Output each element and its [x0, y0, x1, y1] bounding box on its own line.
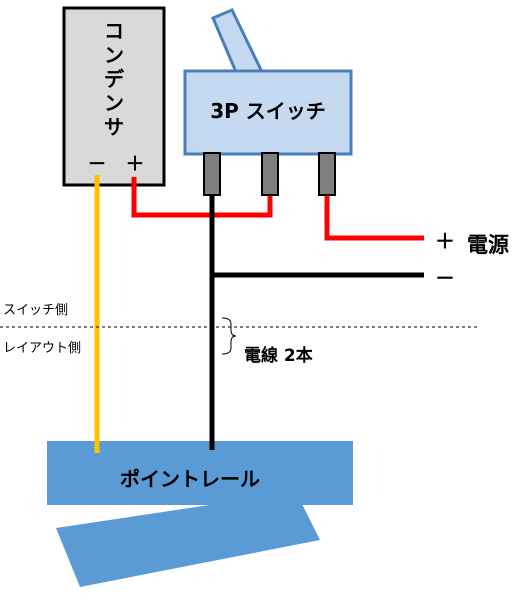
- layout-side-label: レイアウト側: [3, 341, 81, 356]
- point-rail-label: ポイントレール: [120, 467, 260, 491]
- switch-terminal-right: [318, 152, 336, 196]
- wires-note-label: 電線 2本: [244, 345, 313, 366]
- capacitor-label-char: サ: [104, 115, 124, 139]
- power-label: 電源: [467, 233, 509, 257]
- wire-red-capacitor-to-switch: [131, 177, 273, 218]
- switch-terminal-center: [261, 152, 279, 196]
- capacitor-label-char: コ: [104, 19, 124, 43]
- capacitor-minus-label: －: [87, 153, 106, 175]
- switch-lever: [211, 8, 265, 74]
- power-plus-label: ＋: [435, 229, 455, 253]
- point-rail-branch: [56, 492, 320, 587]
- switch-side-label: スイッチ側: [3, 303, 68, 318]
- wire-red-power-plus: [324, 193, 424, 241]
- capacitor-label-char: ン: [104, 91, 124, 115]
- switch-body: [183, 69, 353, 156]
- switch-terminal-left: [203, 152, 221, 196]
- capacitor-label-char: デ: [104, 67, 125, 91]
- capacitor-body: [62, 6, 166, 187]
- capacitor-label-char: ン: [104, 43, 124, 67]
- switch-label: 3P スイッチ: [210, 99, 326, 123]
- capacitor-label: コ ン デ ン サ: [104, 19, 125, 139]
- wire-bracket: [221, 317, 237, 355]
- power-minus-label: －: [435, 266, 455, 290]
- capacitor-plus-label: ＋: [125, 153, 144, 175]
